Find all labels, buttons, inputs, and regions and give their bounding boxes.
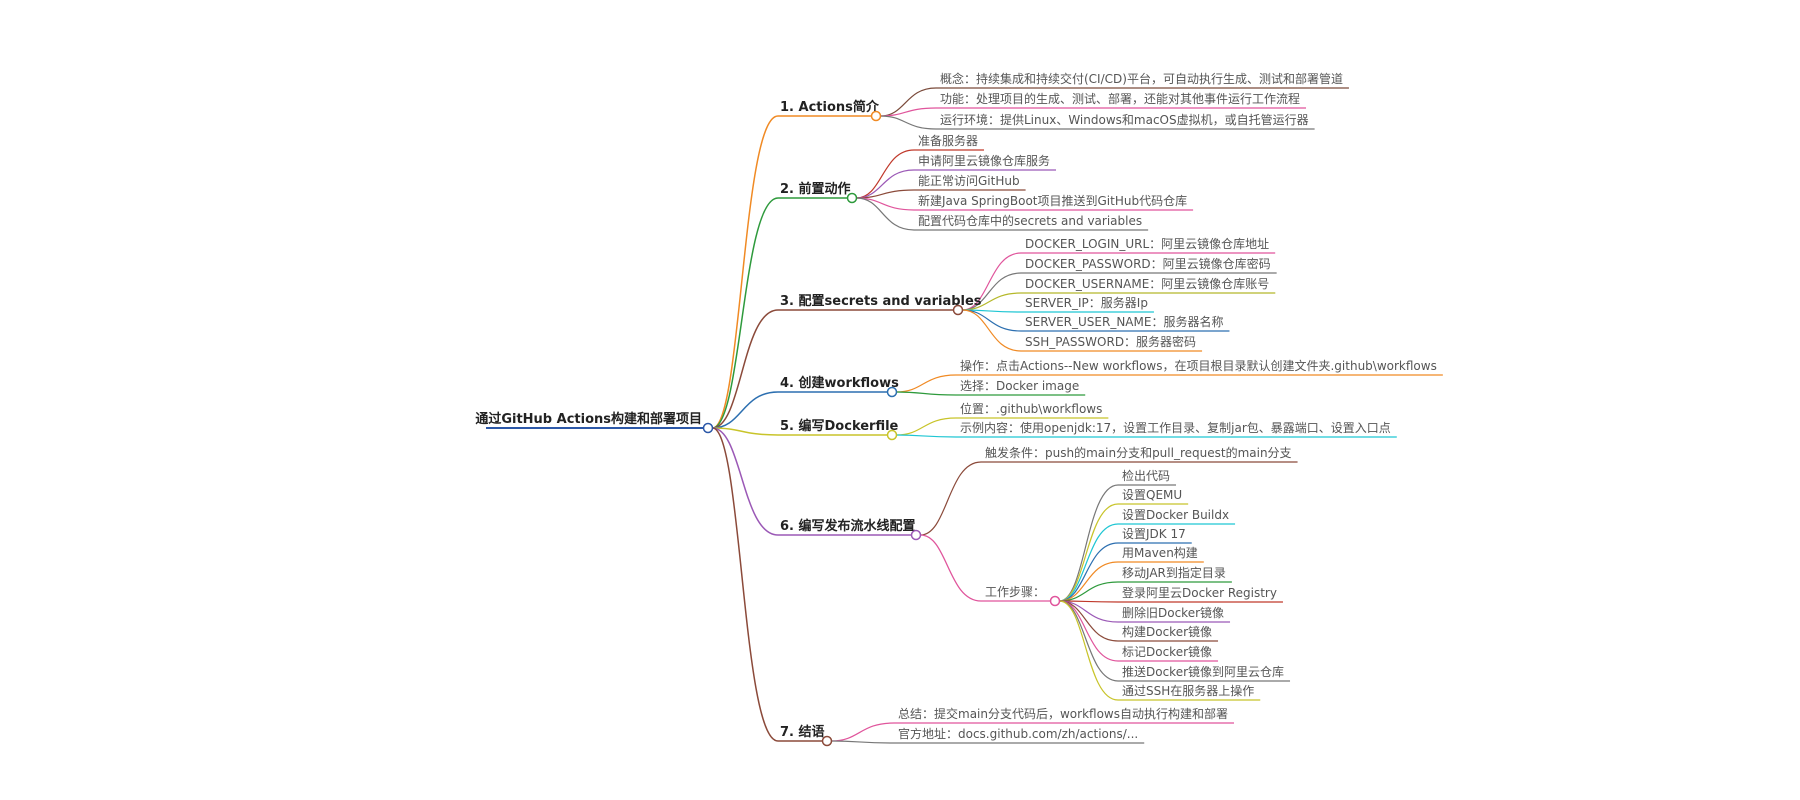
leaf-item: 新建Java SpringBoot项目推送到GitHub代码仓库 xyxy=(918,193,1187,208)
leaf-edge xyxy=(831,722,895,742)
leaf-edge xyxy=(880,115,937,130)
leaf-item: 配置代码仓库中的secrets and variables xyxy=(918,213,1142,228)
leaf-item: DOCKER_LOGIN_URL：阿里云镜像仓库地址 xyxy=(1025,236,1269,251)
step-item: 设置QEMU xyxy=(1122,488,1182,502)
leaf-edge xyxy=(896,417,957,436)
leaf-edge xyxy=(856,197,915,231)
branch-edge-7 xyxy=(712,427,779,742)
leaf-edge xyxy=(831,740,895,744)
branch-label-5: 5. 编写Dockerfile xyxy=(780,418,899,434)
branch-label-2: 2. 前置动作 xyxy=(780,181,851,197)
leaf-edge xyxy=(920,461,982,536)
leaf-edge xyxy=(856,149,915,199)
branch-edge-1 xyxy=(712,115,779,429)
leaf-item: DOCKER_USERNAME：阿里云镜像仓库账号 xyxy=(1025,276,1269,291)
leaf-item: 总结：提交main分支代码后，workflows自动执行构建和部署 xyxy=(898,706,1228,721)
leaf-edge xyxy=(962,309,1022,352)
leaf-edge xyxy=(962,252,1022,311)
leaf-item: 官方地址：docs.github.com/zh/actions/... xyxy=(898,726,1138,741)
root-node[interactable] xyxy=(702,422,714,434)
leaf-item: SSH_PASSWORD：服务器密码 xyxy=(1025,334,1196,349)
branch-edge-6 xyxy=(712,427,779,536)
sub-edge-steps xyxy=(920,534,982,602)
branch-edge-3 xyxy=(712,309,779,429)
step-item: 设置JDK 17 xyxy=(1122,527,1186,541)
leaf-item: 概念：持续集成和持续交付(CI/CD)平台，可自动执行生成、测试和部署管道 xyxy=(940,71,1343,86)
leaf-item: 触发条件：push的main分支和pull_request的main分支 xyxy=(985,445,1292,460)
leaf-item: 申请阿里云镜像仓库服务 xyxy=(918,153,1050,168)
step-item: 用Maven构建 xyxy=(1122,545,1198,560)
branch-node-1[interactable] xyxy=(870,110,882,122)
branch-node-6[interactable] xyxy=(910,529,922,541)
steps-label: 工作步骤： xyxy=(985,585,1045,599)
branch-node-2[interactable] xyxy=(846,192,858,204)
step-edge xyxy=(1059,484,1119,602)
leaf-item: 操作：点击Actions--New workflows，在项目根目录默认创建文件… xyxy=(960,358,1437,373)
leaf-edge xyxy=(896,434,957,438)
leaf-edge xyxy=(896,374,957,393)
branch-node-7[interactable] xyxy=(821,735,833,747)
branch-label-4: 4. 创建workflows xyxy=(780,375,899,391)
branch-label-7: 7. 结语 xyxy=(780,724,825,740)
leaf-edge xyxy=(962,309,1022,332)
leaf-item: 选择：Docker image xyxy=(960,379,1079,393)
branch-label-3: 3. 配置secrets and variables xyxy=(780,294,982,309)
step-edge xyxy=(1059,503,1119,602)
steps-node[interactable] xyxy=(1049,595,1061,607)
root-label: 通过GitHub Actions构建和部署项目 xyxy=(475,411,702,427)
edges-layer xyxy=(486,87,1443,744)
step-item: 设置Docker Buildx xyxy=(1122,508,1229,522)
branch-node-4[interactable] xyxy=(886,386,898,398)
step-edge xyxy=(1059,523,1119,602)
leaf-item: SERVER_USER_NAME：服务器名称 xyxy=(1025,314,1223,329)
branch-edge-2 xyxy=(712,197,779,429)
leaf-item: 能正常访问GitHub xyxy=(918,174,1020,188)
branch-label-1: 1. Actions简介 xyxy=(780,99,880,115)
leaf-item: 示例内容：使用openjdk:17，设置工作目录、复制jar包、暴露端口、设置入… xyxy=(960,420,1391,435)
branch-edge-5 xyxy=(712,427,779,436)
step-edge xyxy=(1059,600,1119,701)
leaf-item: 准备服务器 xyxy=(918,133,978,148)
branch-node-3[interactable] xyxy=(952,304,964,316)
step-item: 删除旧Docker镜像 xyxy=(1122,605,1224,620)
step-item: 标记Docker镜像 xyxy=(1122,644,1212,659)
branch-node-5[interactable] xyxy=(886,429,898,441)
leaf-item: DOCKER_PASSWORD：阿里云镜像仓库密码 xyxy=(1025,256,1271,271)
leaf-item: SERVER_IP：服务器Ip xyxy=(1025,295,1148,310)
step-item: 通过SSH在服务器上操作 xyxy=(1122,683,1254,698)
leaf-item: 功能：处理项目的生成、测试、部署，还能对其他事件运行工作流程 xyxy=(940,91,1300,106)
branch-edge-4 xyxy=(712,391,779,429)
step-item: 推送Docker镜像到阿里云仓库 xyxy=(1122,664,1284,679)
step-edge xyxy=(1059,600,1119,662)
leaf-item: 位置：.github\workflows xyxy=(960,401,1102,416)
leaf-edge xyxy=(896,391,957,396)
step-item: 移动JAR到指定目录 xyxy=(1122,565,1226,580)
branch-label-6: 6. 编写发布流水线配置 xyxy=(780,518,916,534)
step-item: 登录阿里云Docker Registry xyxy=(1122,585,1277,600)
step-edge xyxy=(1059,542,1119,602)
leaf-item: 运行环境：提供Linux、Windows和macOS虚拟机，或自托管运行器 xyxy=(940,112,1309,127)
step-item: 构建Docker镜像 xyxy=(1122,624,1212,639)
step-item: 检出代码 xyxy=(1122,468,1170,483)
nodes-layer: 通过GitHub Actions构建和部署项目 1. Actions简介 概念：持续… xyxy=(475,71,1437,747)
